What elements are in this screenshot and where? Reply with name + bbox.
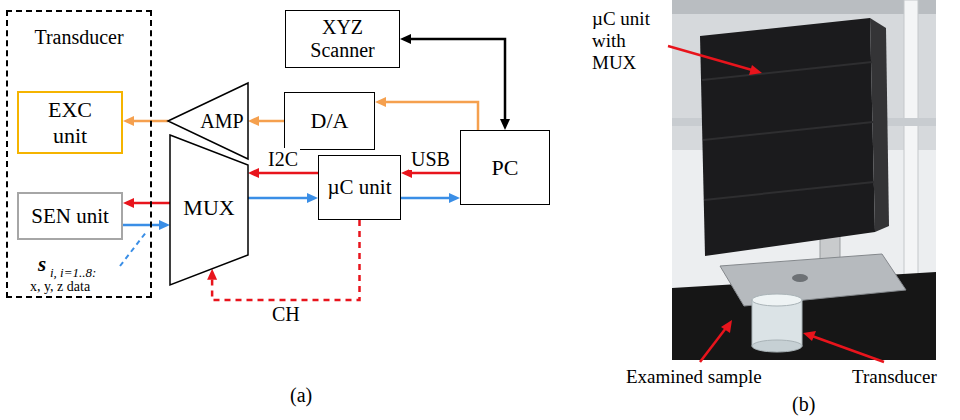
transducer-group: TransducerEXC unitSEN unit — [6, 10, 152, 298]
arrow-head — [500, 119, 510, 130]
microcontroller-box: µC unit — [318, 155, 401, 220]
signal-subscript: i, i=1..8: — [50, 266, 96, 281]
panel-label: (b) — [792, 393, 815, 416]
signal-arrow — [400, 34, 510, 130]
converter-box: D/A — [284, 92, 375, 150]
signal-label: I2C — [266, 148, 300, 170]
arrow-head — [307, 193, 318, 203]
node-text: µC unit — [327, 175, 391, 199]
node-text: XYZ Scanner — [308, 16, 378, 62]
callout-label: µC unit with MUX — [592, 8, 666, 74]
multiplexer-trapezoid: MUX — [170, 135, 248, 285]
node-text: Transducer — [34, 26, 123, 49]
node-text: D/A — [311, 108, 349, 133]
connector-line — [409, 39, 505, 121]
arrow-head — [375, 97, 386, 107]
setup-photo — [672, 0, 936, 360]
arrow-head — [449, 193, 460, 203]
connector-line — [384, 102, 478, 130]
pc-box: PC — [460, 130, 550, 205]
signal-arrow — [248, 193, 318, 203]
panel-label: (a) — [290, 384, 312, 407]
signal-arrow — [375, 97, 478, 130]
connector-line — [410, 172, 460, 175]
signal-arrow — [123, 116, 168, 126]
node-text: SEN unit — [31, 204, 109, 228]
node-text: EXC unit — [40, 97, 100, 148]
signal-label: USB — [409, 148, 452, 170]
connector-line — [248, 197, 309, 200]
callout-label: Transducer — [852, 366, 937, 388]
signal-symbol: s — [38, 252, 46, 276]
callout-label: Examined sample — [626, 366, 762, 388]
connector-line — [257, 120, 284, 123]
signal-arrow — [248, 116, 284, 126]
data-leader — [120, 231, 147, 266]
scanner-box: XYZ Scanner — [285, 10, 400, 68]
node-text: PC — [492, 155, 519, 180]
arrow-head — [159, 220, 170, 230]
arrow-head — [248, 168, 259, 178]
exc-unit-box: EXC unit — [17, 91, 123, 154]
arrow-head — [248, 116, 259, 126]
arrow-head — [400, 34, 411, 44]
connector-line — [132, 120, 168, 123]
connector-line — [401, 197, 451, 200]
node-text: AMP — [200, 110, 243, 133]
node-text: MUX — [183, 195, 234, 220]
data-note: x, y, z data — [30, 279, 90, 295]
signal-arrow — [401, 193, 460, 203]
connector-line — [257, 172, 318, 175]
signal-arrow — [123, 198, 170, 208]
sen-unit-box: SEN unit — [17, 192, 123, 240]
callout-arrows — [668, 46, 884, 362]
connector-line — [123, 224, 161, 227]
signal-arrow — [123, 220, 170, 230]
arrow-head — [123, 198, 134, 208]
arrow-head — [123, 116, 134, 126]
signal-label: CH — [270, 303, 302, 325]
